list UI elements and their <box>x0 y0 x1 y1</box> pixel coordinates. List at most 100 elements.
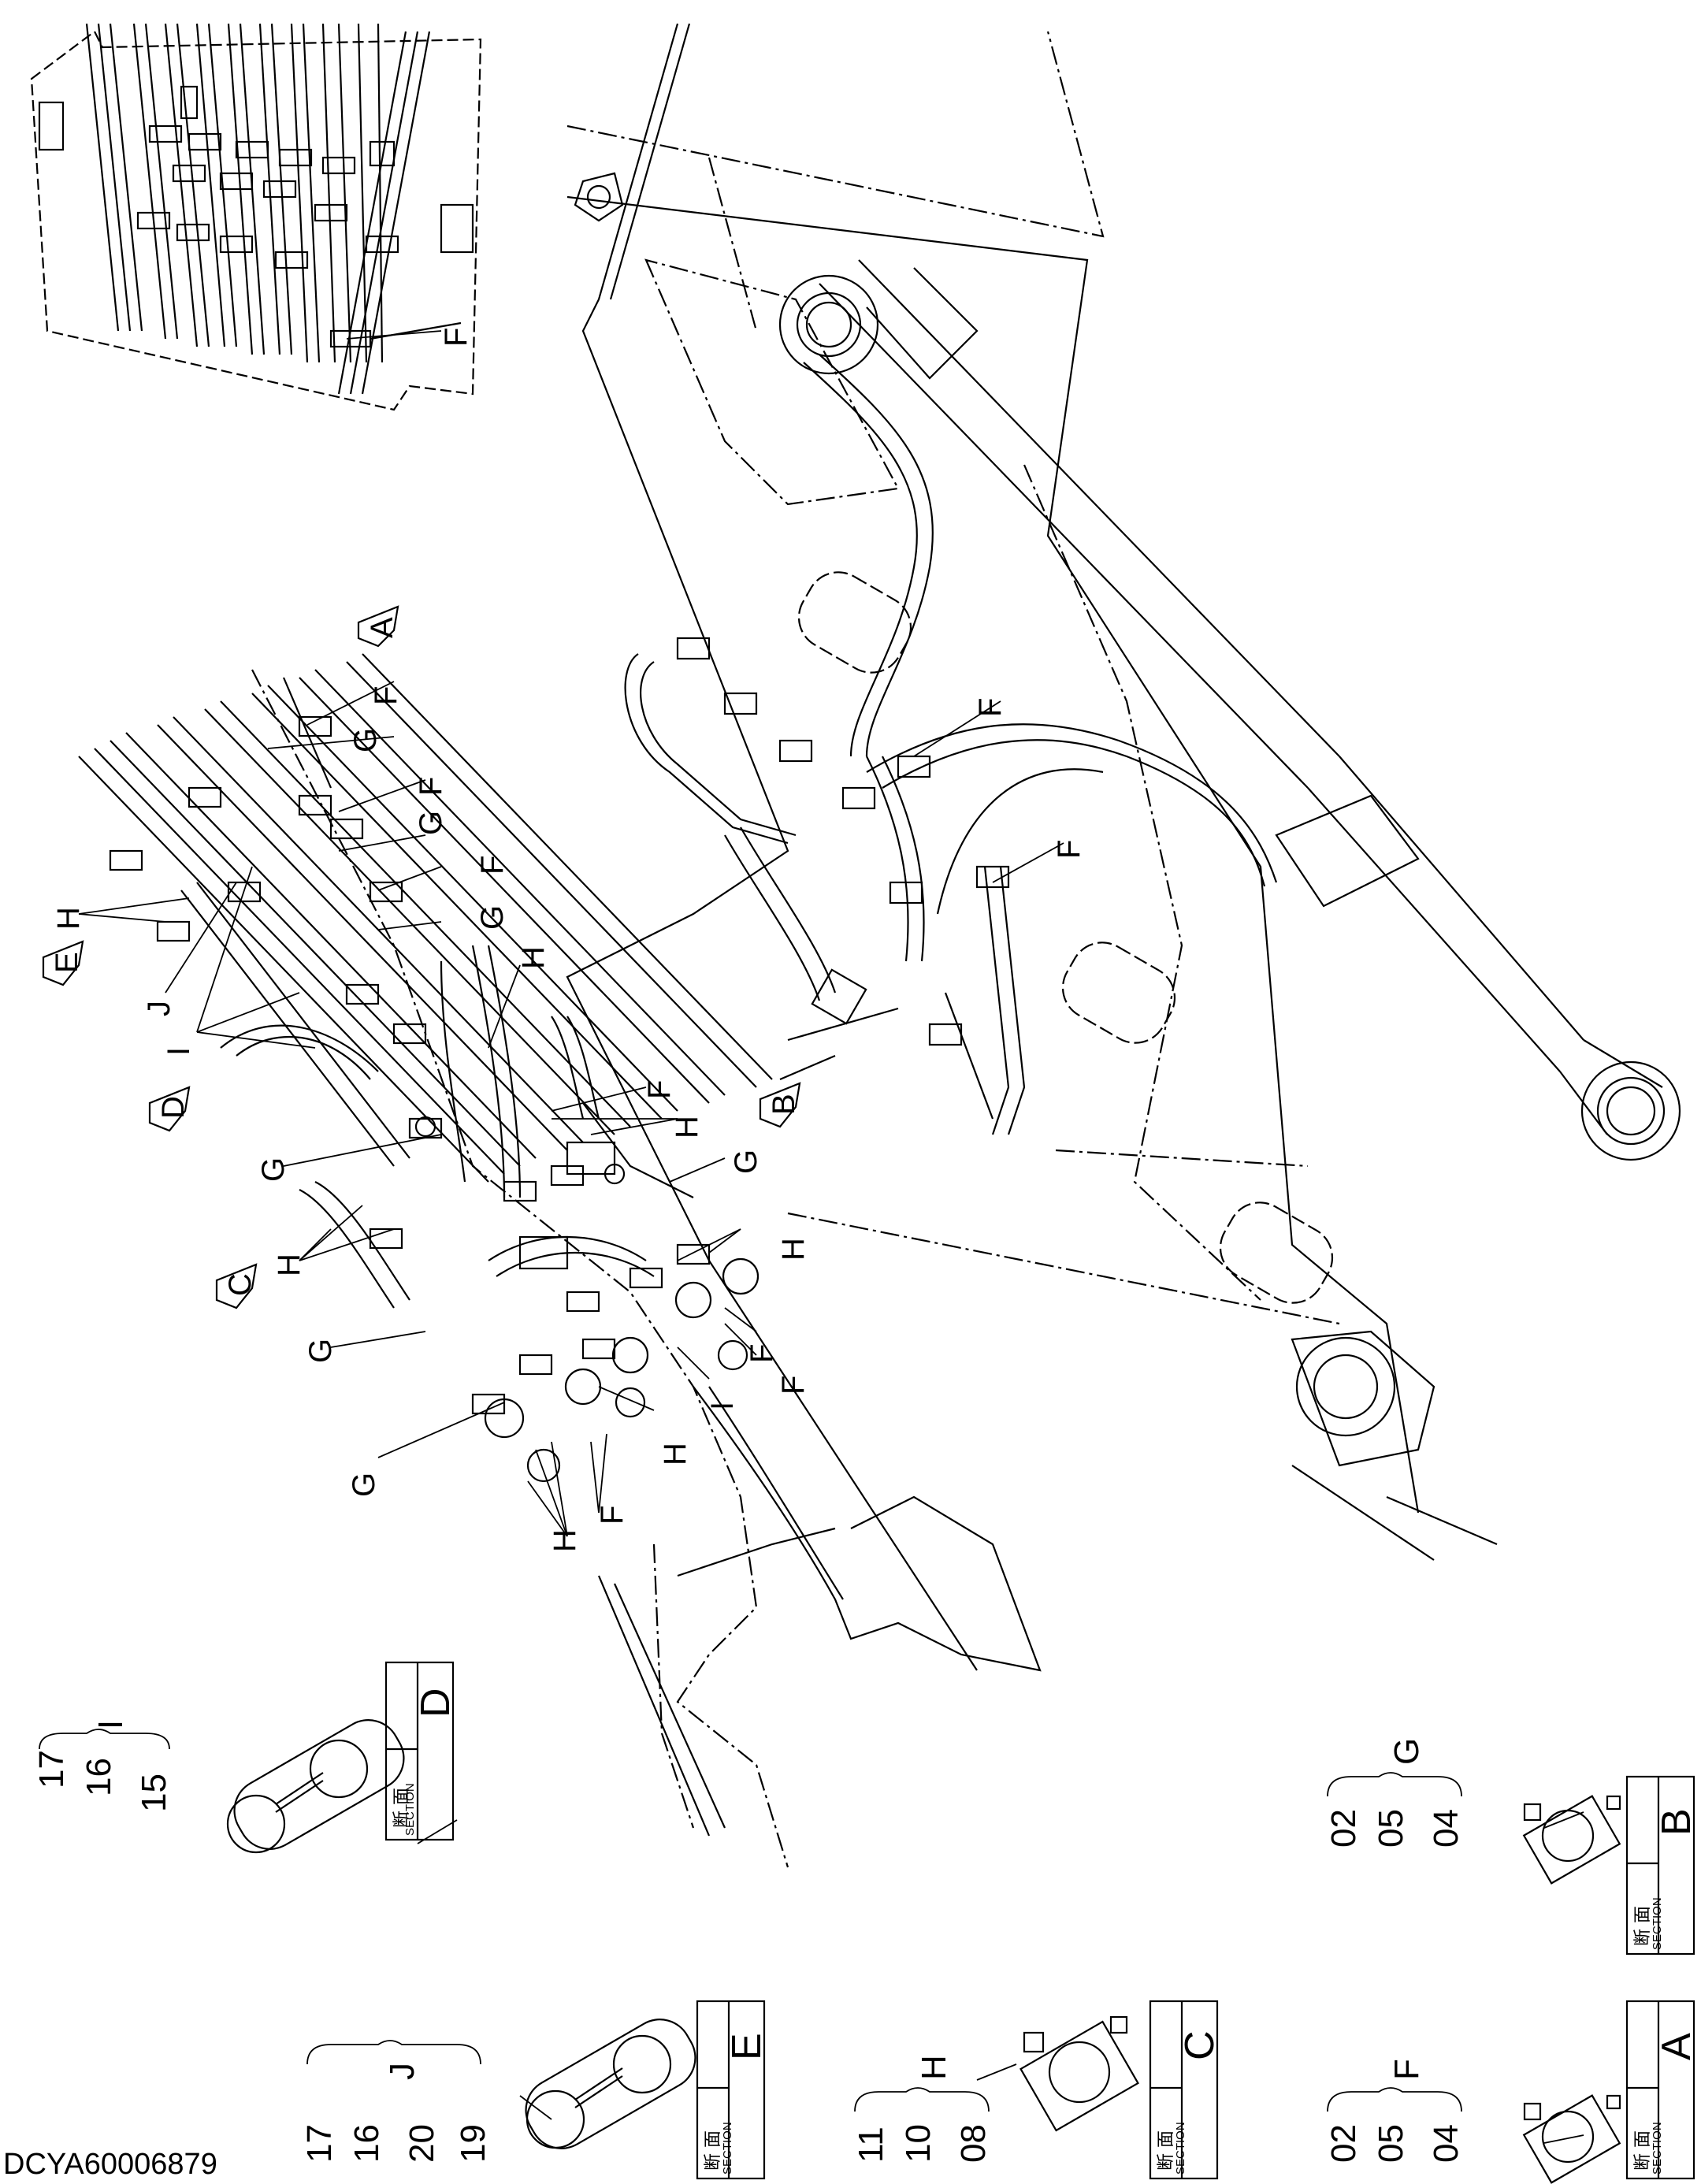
svg-text:C: C <box>1177 2030 1223 2060</box>
section-detail-E-clamp <box>525 2019 696 2149</box>
callout-G: G <box>348 728 383 752</box>
view-arrow-D <box>148 1086 191 1132</box>
callout-H: H <box>548 1529 582 1552</box>
view-arrow-labels: A B C D E <box>50 617 801 1296</box>
svg-text:A: A <box>1654 2033 1699 2060</box>
section-detail-B-clamp <box>1522 1795 1621 1885</box>
view-arrow-A-label: A <box>365 617 399 638</box>
svg-text:02: 02 <box>1324 2124 1363 2163</box>
boom-structure <box>566 23 1681 1671</box>
svg-text:11: 11 <box>852 2126 890 2163</box>
callout-G: G <box>475 905 510 930</box>
view-arrow-A <box>357 605 399 648</box>
svg-text:D: D <box>413 1688 459 1718</box>
svg-text:10: 10 <box>899 2124 938 2163</box>
svg-text:断 面: 断 面 <box>1633 2130 1653 2171</box>
svg-text:17: 17 <box>300 2124 339 2163</box>
section-detail-A-clamp <box>1522 2094 1621 2184</box>
section-box-E <box>696 2000 766 2180</box>
svg-text:G: G <box>1387 1738 1426 1765</box>
svg-text:20: 20 <box>403 2124 441 2163</box>
callout-F: F <box>642 1080 677 1099</box>
callout-J: J <box>142 1001 176 1016</box>
svg-text:04: 04 <box>1427 1809 1465 1848</box>
callout-H: H <box>658 1443 693 1465</box>
drawing-code: DCYA60006879 <box>3 2148 217 2181</box>
svg-text:J: J <box>383 2063 422 2080</box>
callout-F: F <box>745 1344 779 1363</box>
section-C-label: C 断 面 SECTION <box>1157 2030 1223 2175</box>
callout-labels: F F G F G F G F F H J I H F H G G H H G … <box>51 328 1086 1552</box>
svg-text:05: 05 <box>1372 1809 1410 1848</box>
view-arrow-C <box>215 1263 258 1309</box>
callout-G: G <box>256 1157 291 1182</box>
section-detail-D-clamp <box>226 1719 405 1854</box>
svg-text:16: 16 <box>347 2124 386 2163</box>
svg-text:05: 05 <box>1372 2124 1410 2163</box>
section-box-A <box>1625 2000 1695 2180</box>
callout-F: F <box>414 777 448 796</box>
svg-text:I: I <box>91 1720 130 1729</box>
callout-F: F <box>439 328 474 347</box>
view-arrow-B <box>759 1082 801 1128</box>
svg-text:19: 19 <box>454 2124 492 2163</box>
section-B-parts: G 02 05 04 <box>1324 1738 1465 1848</box>
brace-lines <box>39 1729 1462 2112</box>
svg-text:H: H <box>915 2055 953 2080</box>
callout-G: G <box>414 811 448 835</box>
section-B-label: B 断 面 SECTION <box>1633 1808 1699 1950</box>
view-arrow-B-label: B <box>767 1094 801 1115</box>
section-C-parts: H 11 10 08 <box>852 2055 993 2163</box>
callout-H: H <box>272 1254 306 1276</box>
svg-text:断 面: 断 面 <box>392 1788 412 1828</box>
callout-F: F <box>1052 840 1086 859</box>
svg-text:16: 16 <box>80 1758 118 1796</box>
section-E-label: E 断 面 SECTION <box>704 2033 770 2175</box>
inset-detail-view <box>30 23 482 411</box>
svg-text:B: B <box>1654 1808 1699 1836</box>
section-box-C <box>1149 2000 1219 2180</box>
svg-text:15: 15 <box>135 1774 173 1812</box>
view-arrow-E-label: E <box>50 952 84 973</box>
callout-H: H <box>776 1238 811 1261</box>
svg-text:SECTION: SECTION <box>1174 2122 1187 2175</box>
svg-text:04: 04 <box>1427 2124 1465 2163</box>
callout-H: H <box>516 946 551 969</box>
svg-text:08: 08 <box>954 2124 993 2163</box>
svg-text:02: 02 <box>1324 1809 1363 1848</box>
callout-G: G <box>303 1339 338 1363</box>
section-D-label: D 断 面 SECTION <box>392 1688 459 1836</box>
section-detail-C-clamp <box>1019 2015 1139 2132</box>
section-box-B <box>1625 1775 1695 1956</box>
section-A-parts: F 02 05 04 <box>1324 2059 1465 2163</box>
callout-F: F <box>776 1376 811 1395</box>
svg-text:F: F <box>1387 2059 1426 2080</box>
section-A-label: A 断 面 SECTION <box>1633 2033 1699 2175</box>
section-D-parts: I 17 16 15 <box>32 1720 173 1812</box>
view-arrow-D-label: D <box>156 1096 191 1119</box>
callout-H: H <box>51 907 86 930</box>
callout-F: F <box>475 856 510 875</box>
callout-I: I <box>705 1402 740 1410</box>
svg-text:SECTION: SECTION <box>403 1783 417 1836</box>
leader-lines <box>78 330 1584 2144</box>
callout-F: F <box>973 698 1008 717</box>
arm-tube-bundle <box>78 653 1042 1868</box>
callout-F: F <box>369 686 403 705</box>
section-E-parts: J 17 16 20 19 <box>300 2063 492 2163</box>
svg-text:断 面: 断 面 <box>1157 2130 1176 2171</box>
callout-G: G <box>729 1150 763 1174</box>
callout-G: G <box>347 1473 381 1497</box>
svg-text:17: 17 <box>32 1750 71 1788</box>
view-arrow-C-label: C <box>223 1273 258 1296</box>
callout-F: F <box>595 1506 630 1525</box>
svg-text:SECTION: SECTION <box>721 2122 734 2175</box>
svg-text:断 面: 断 面 <box>704 2130 723 2171</box>
svg-text:SECTION: SECTION <box>1651 2122 1664 2175</box>
view-arrow-E <box>42 940 84 986</box>
svg-text:SECTION: SECTION <box>1651 1897 1664 1950</box>
callout-H: H <box>670 1116 704 1138</box>
section-box-D <box>384 1661 455 1841</box>
callout-I: I <box>162 1047 196 1056</box>
